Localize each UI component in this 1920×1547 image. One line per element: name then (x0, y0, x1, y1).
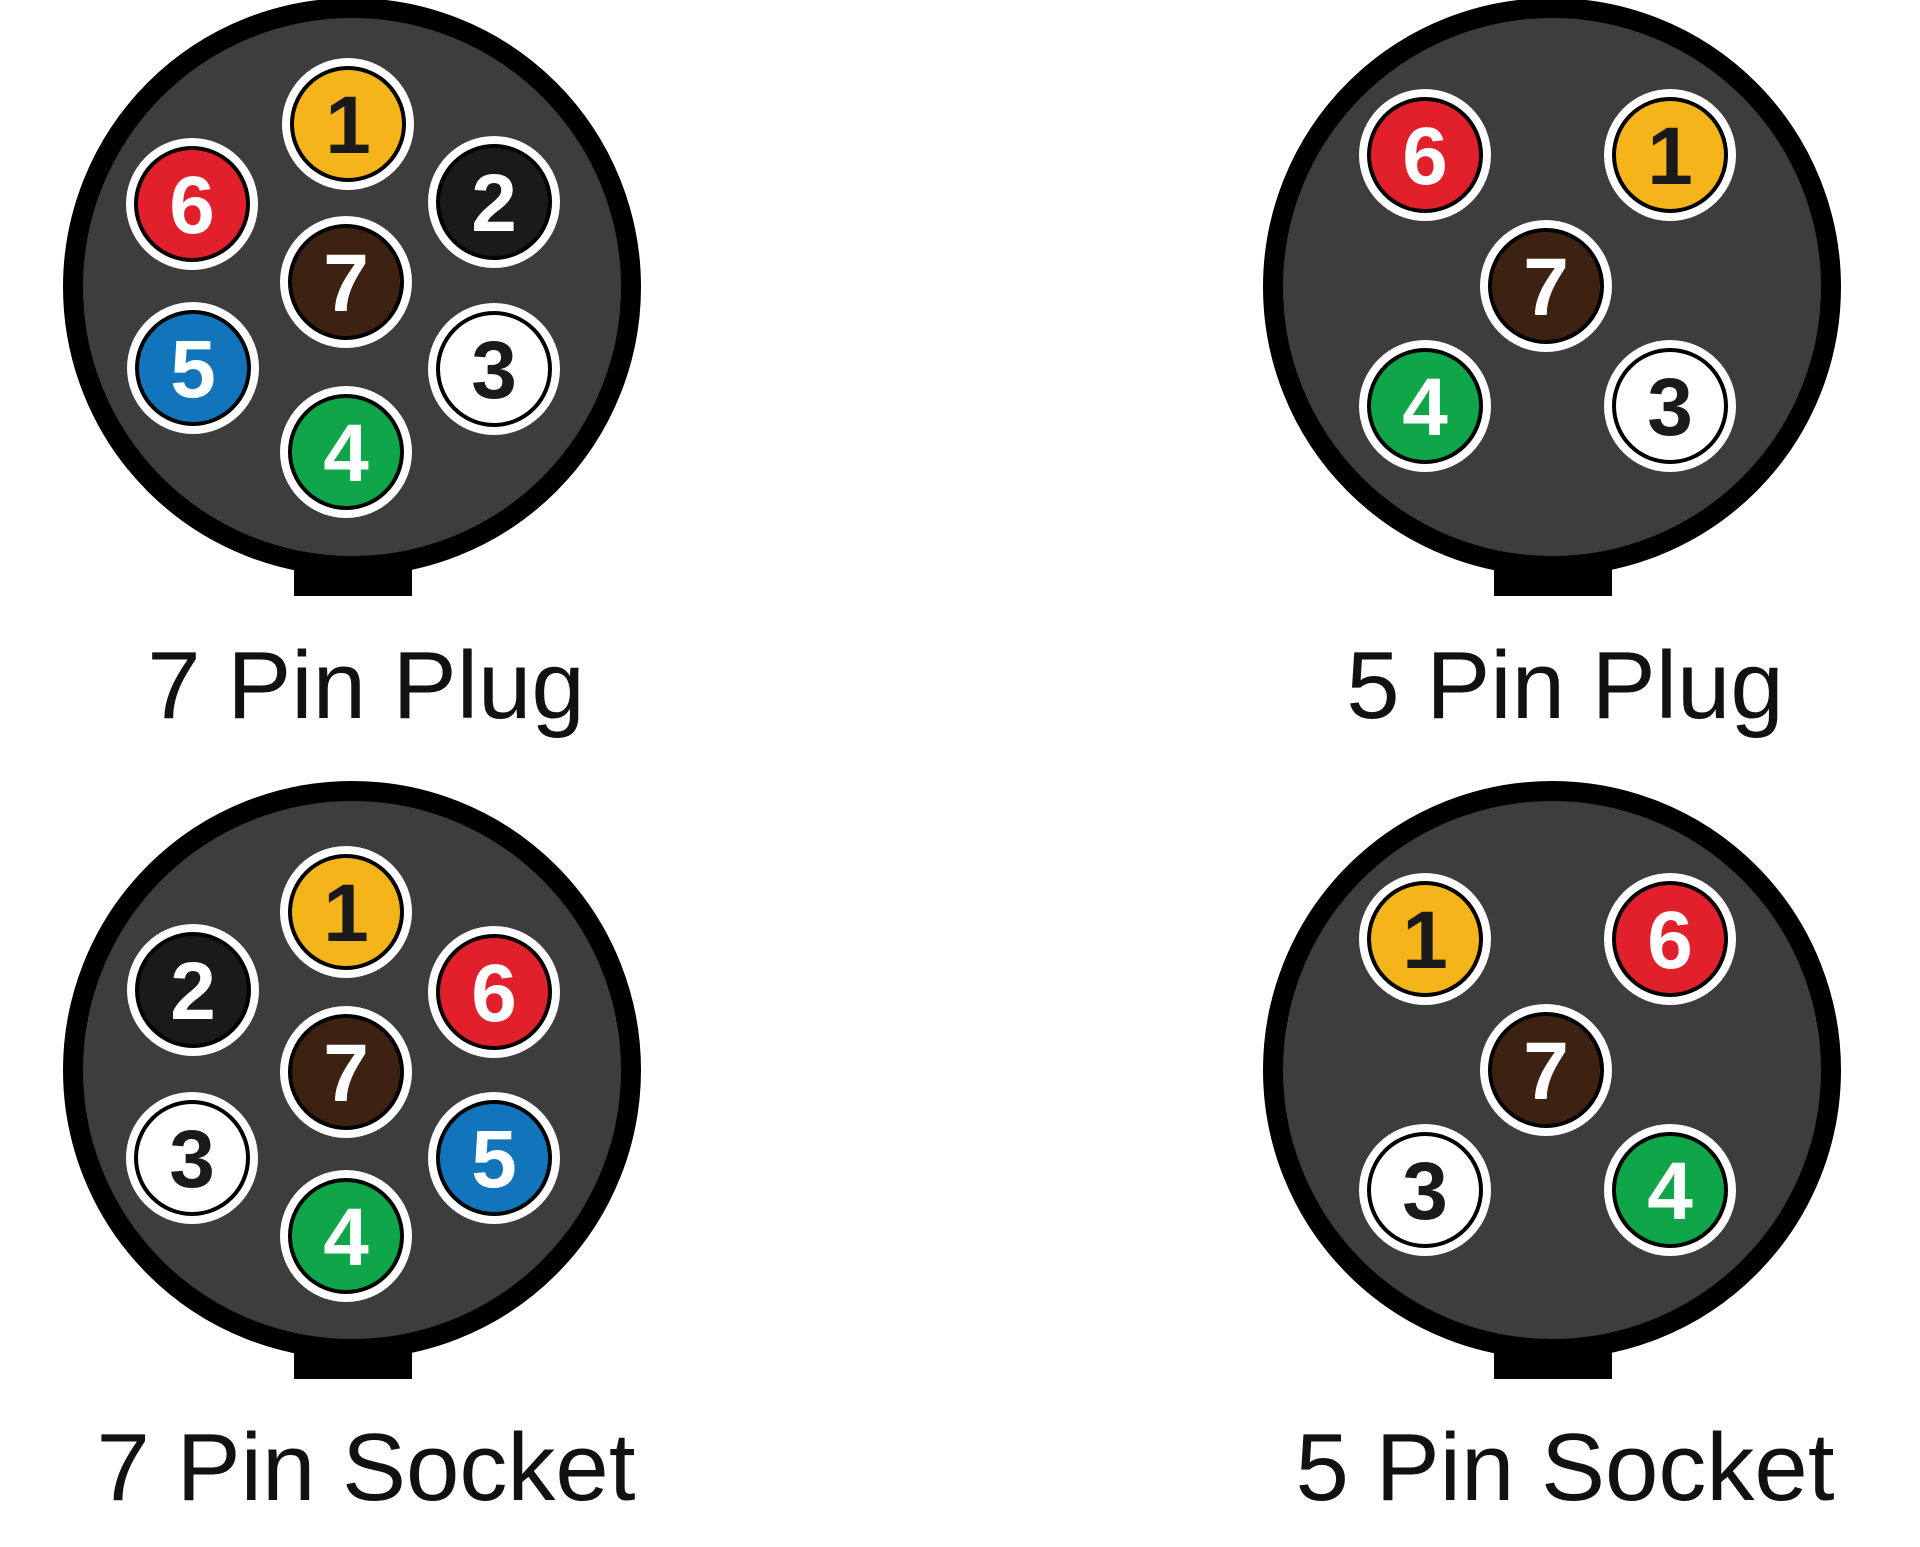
pin-number-label: 1 (1402, 895, 1448, 986)
pin-6: 6 (428, 926, 560, 1058)
pin-number-label: 2 (170, 946, 216, 1037)
pin-face (1367, 348, 1483, 464)
pin-1: 1 (1359, 873, 1491, 1005)
pin-1: 1 (282, 58, 414, 190)
pin-number-label: 6 (1647, 895, 1693, 986)
pin-face (436, 1100, 552, 1216)
pin-face (1612, 881, 1728, 997)
pin-face (134, 146, 250, 262)
connector-title: 5 Pin Plug (1346, 632, 1784, 739)
pin-6: 6 (126, 138, 258, 270)
pin-5: 5 (127, 302, 259, 434)
seven-pin-plug-connector: 1 2 3 4 5 6 7 (63, 0, 641, 596)
pin-6: 6 (1604, 873, 1736, 1005)
pin-7: 7 (1480, 220, 1612, 352)
pin-number-label: 4 (1647, 1146, 1693, 1237)
pin-number-label: 7 (323, 1028, 369, 1119)
pin-2: 2 (127, 924, 259, 1056)
pin-number-label: 5 (471, 1114, 517, 1205)
pin-face (1488, 1012, 1604, 1128)
pin-3: 3 (126, 1092, 258, 1224)
pin-number-label: 6 (471, 948, 517, 1039)
pin-3: 3 (1604, 340, 1736, 472)
pin-7: 7 (280, 216, 412, 348)
pin-face (1367, 97, 1483, 213)
pin-number-label: 4 (1402, 362, 1448, 453)
pin-5: 5 (428, 1092, 560, 1224)
pin-number-label: 3 (471, 325, 517, 416)
pin-number-label: 7 (1523, 242, 1569, 333)
pin-face (288, 1014, 404, 1130)
five-pin-socket-connector: 1 673 4 (1263, 781, 1841, 1379)
five-pin-plug-connector: 6 174 3 (1263, 0, 1841, 596)
pin-number-label: 3 (1402, 1146, 1448, 1237)
pin-number-label: 3 (169, 1114, 215, 1205)
pin-face (288, 224, 404, 340)
pin-6: 6 (1359, 89, 1491, 221)
pin-3: 3 (1359, 1124, 1491, 1256)
seven-pin-socket-connector: 1 2 6 7 3 5 4 (63, 781, 641, 1379)
pin-1: 1 (1604, 89, 1736, 221)
pin-face (1612, 97, 1728, 213)
pin-number-label: 2 (471, 158, 517, 249)
pin-face (1612, 348, 1728, 464)
pin-face (436, 311, 552, 427)
pin-7: 7 (1480, 1004, 1612, 1136)
pin-face (1488, 228, 1604, 344)
pin-face (436, 934, 552, 1050)
pin-3: 3 (428, 303, 560, 435)
pin-number-label: 1 (1647, 111, 1693, 202)
pin-number-label: 1 (325, 80, 371, 171)
pin-number-label: 6 (1402, 111, 1448, 202)
pin-face (436, 144, 552, 260)
pin-4: 4 (280, 386, 412, 518)
pin-4: 4 (1359, 340, 1491, 472)
connector-title: 5 Pin Socket (1296, 1414, 1835, 1521)
pin-face (1367, 881, 1483, 997)
pin-face (290, 66, 406, 182)
pin-number-label: 4 (323, 1192, 369, 1283)
pin-7: 7 (280, 1006, 412, 1138)
pin-face (288, 1178, 404, 1294)
pin-face (135, 932, 251, 1048)
pin-number-label: 4 (323, 408, 369, 499)
pin-face (134, 1100, 250, 1216)
connector-title: 7 Pin Plug (147, 632, 585, 739)
pin-face (135, 310, 251, 426)
pin-face (288, 394, 404, 510)
pin-number-label: 1 (323, 868, 369, 959)
pin-face (1612, 1132, 1728, 1248)
pin-face (1367, 1132, 1483, 1248)
pin-number-label: 7 (323, 238, 369, 329)
pin-number-label: 5 (170, 324, 216, 415)
pin-number-label: 7 (1523, 1026, 1569, 1117)
pin-4: 4 (280, 1170, 412, 1302)
pin-number-label: 3 (1647, 362, 1693, 453)
pin-1: 1 (280, 846, 412, 978)
pin-2: 2 (428, 136, 560, 268)
pin-face (288, 854, 404, 970)
connector-title: 7 Pin Socket (97, 1414, 636, 1521)
pin-4: 4 (1604, 1124, 1736, 1256)
pin-number-label: 6 (169, 160, 215, 251)
